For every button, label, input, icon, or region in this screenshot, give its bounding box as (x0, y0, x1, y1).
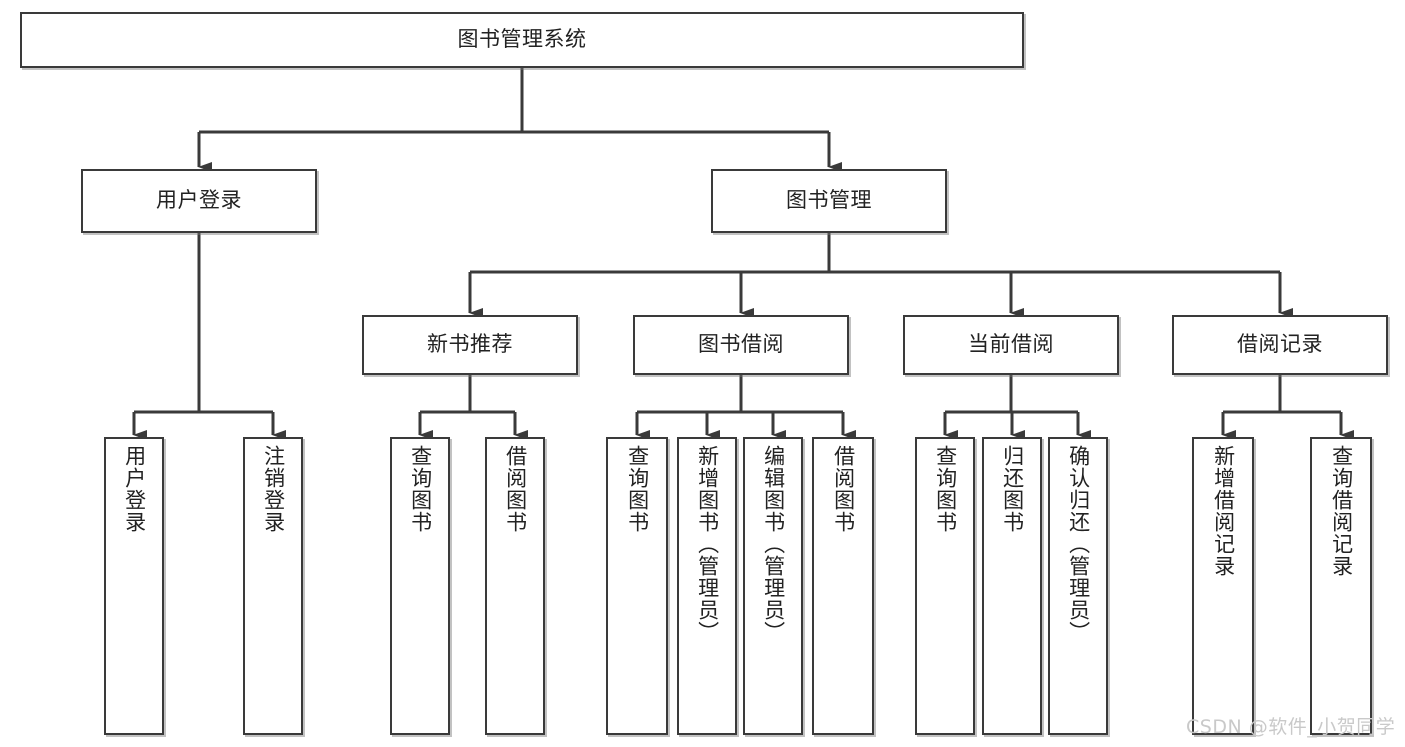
node-label: 借阅图书 (831, 445, 855, 533)
node-leaf-logout[interactable]: 注销登录 (243, 437, 303, 735)
node-label: 查询图书 (625, 445, 649, 533)
node-label: 确认归还（管理员） (1066, 445, 1090, 643)
node-label: 用户登录 (156, 189, 242, 213)
node-leaf-query-record[interactable]: 查询借阅记录 (1310, 437, 1372, 735)
node-leaf-query-book-rec[interactable]: 查询图书 (390, 437, 450, 735)
node-borrow-record[interactable]: 借阅记录 (1172, 315, 1388, 375)
node-label: 图书管理系统 (457, 28, 587, 52)
node-label: 当前借阅 (968, 333, 1054, 357)
node-label: 借阅记录 (1237, 333, 1323, 357)
node-leaf-user-login[interactable]: 用户登录 (104, 437, 164, 735)
node-label: 查询借阅记录 (1329, 445, 1353, 577)
node-label: 新书推荐 (427, 333, 513, 357)
node-label: 新增图书（管理员） (695, 445, 719, 643)
node-user-login[interactable]: 用户登录 (81, 169, 317, 233)
node-book-borrow[interactable]: 图书借阅 (633, 315, 849, 375)
node-label: 查询图书 (933, 445, 957, 533)
node-leaf-borrow-book[interactable]: 借阅图书 (812, 437, 874, 735)
node-leaf-add-book[interactable]: 新增图书（管理员） (677, 437, 737, 735)
node-label: 新增借阅记录 (1211, 445, 1235, 577)
node-new-book-recommend[interactable]: 新书推荐 (362, 315, 578, 375)
node-root[interactable]: 图书管理系统 (20, 12, 1024, 68)
node-label: 归还图书 (1000, 445, 1024, 533)
node-label: 注销登录 (261, 445, 285, 533)
node-leaf-query-book-borrow[interactable]: 查询图书 (606, 437, 668, 735)
node-label: 图书借阅 (698, 333, 784, 357)
node-current-borrow[interactable]: 当前借阅 (903, 315, 1119, 375)
node-label: 编辑图书（管理员） (761, 445, 785, 643)
node-leaf-confirm-return[interactable]: 确认归还（管理员） (1048, 437, 1108, 735)
node-leaf-return-book[interactable]: 归还图书 (982, 437, 1042, 735)
csdn-watermark: CSDN @软件_小贺同学 (1186, 716, 1396, 738)
node-label: 借阅图书 (503, 445, 527, 533)
node-label: 用户登录 (122, 445, 146, 533)
node-leaf-borrow-book-rec[interactable]: 借阅图书 (485, 437, 545, 735)
node-label: 图书管理 (786, 189, 872, 213)
node-label: 查询图书 (408, 445, 432, 533)
node-leaf-add-record[interactable]: 新增借阅记录 (1192, 437, 1254, 735)
node-book-manage[interactable]: 图书管理 (711, 169, 947, 233)
node-leaf-edit-book[interactable]: 编辑图书（管理员） (743, 437, 803, 735)
node-leaf-query-book-current[interactable]: 查询图书 (915, 437, 975, 735)
